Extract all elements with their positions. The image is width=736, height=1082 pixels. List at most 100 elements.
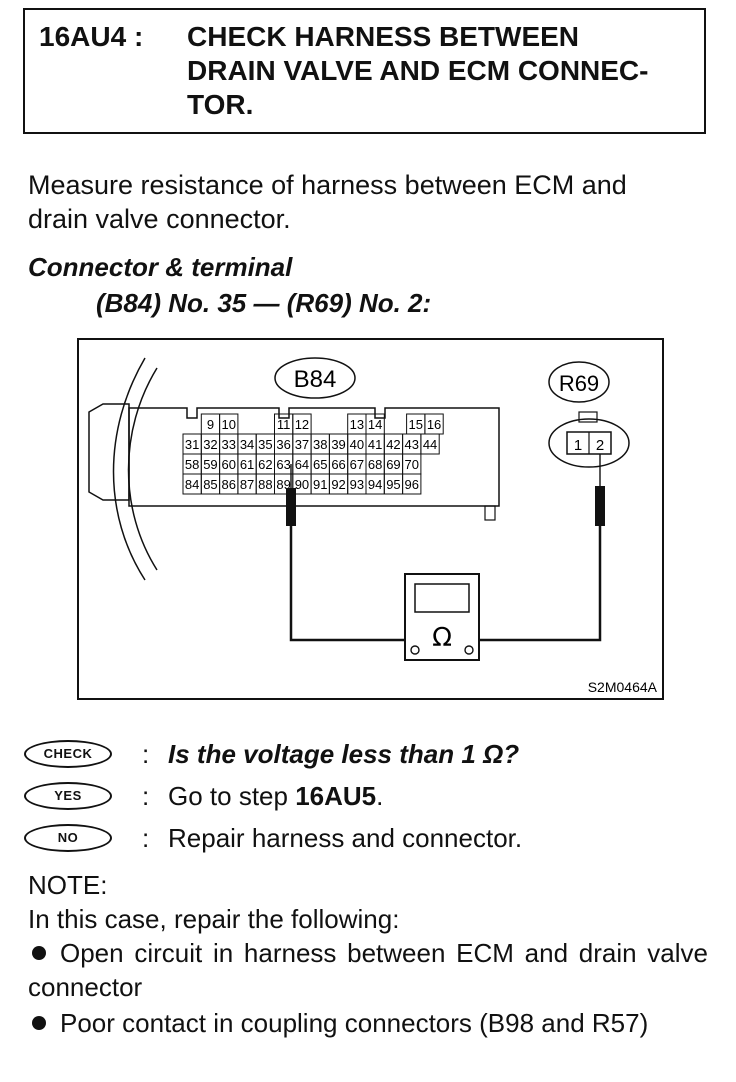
ecm-pin-67: 67 (350, 457, 364, 472)
no-colon: : (142, 823, 150, 853)
note-item-text: Open circuit in harness between ECM and … (28, 938, 708, 1002)
note-item: Open circuit in harness between ECM and … (28, 936, 708, 1004)
bullet-icon (32, 946, 46, 960)
ecm-pin-68: 68 (368, 457, 382, 472)
b84-label: B84 (294, 366, 337, 393)
ecm-pin-92: 92 (331, 477, 345, 492)
ecm-pin-36: 36 (276, 437, 290, 452)
ecm-pin-86: 86 (222, 477, 236, 492)
ecm-pin-44-cell (420, 433, 440, 455)
figure-code: S2M0464A (588, 679, 658, 695)
ohm-symbol: Ω (432, 623, 452, 653)
step-header-box: 16AU4 : CHECK HARNESS BETWEEN DRAIN VALV… (23, 8, 706, 134)
ecm-pin-60: 60 (222, 457, 236, 472)
r69-pin-2: 2 (596, 437, 604, 454)
connector-terminals: (B84) No. 35 — (R69) No. 2: (96, 288, 432, 318)
step-title: CHECK HARNESS BETWEEN DRAIN VALVE AND EC… (187, 21, 649, 120)
ecm-pin-62: 62 (258, 457, 272, 472)
ecm-pin-33: 33 (222, 437, 236, 452)
ecm-pin-85: 85 (203, 477, 217, 492)
r69-key (578, 411, 598, 423)
ecm-pin-69: 69 (386, 457, 400, 472)
ecm-pin-91: 91 (313, 477, 327, 492)
ecm-pin-70: 70 (405, 457, 419, 472)
ecm-pin-59: 59 (203, 457, 217, 472)
step-code: 16AU4 : (39, 21, 144, 52)
ecm-pin-grid: 9 10 11 12 13 14 15 16 31 32 33 34 35 36 37 38 39 40 41 42 4… (182, 413, 444, 495)
ecm-pin-41: 41 (368, 437, 382, 452)
ecm-pin-93: 93 (350, 477, 364, 492)
ohmmeter-display (414, 583, 470, 613)
no-badge: NO (24, 824, 112, 852)
ecm-pin-35: 35 (258, 437, 272, 452)
yes-colon: : (142, 781, 150, 811)
ohmmeter-jack-1 (410, 645, 420, 655)
yes-step: 16AU5 (295, 781, 377, 811)
r69-pin-1: 1 (574, 437, 582, 454)
ecm-pin-11: 11 (277, 417, 291, 432)
r69-label: R69 (559, 371, 599, 396)
ecm-pin-64: 64 (295, 457, 309, 472)
bullet-icon (32, 1016, 46, 1030)
ecm-pin-31: 31 (185, 437, 199, 452)
ecm-pin-87: 87 (240, 477, 254, 492)
yes-text: Go to step 16AU5. (168, 778, 383, 814)
ecm-pin-12: 12 (295, 417, 309, 432)
ecm-pin-63: 63 (276, 457, 290, 472)
instruction-text: Measure resistance of harness between EC… (28, 170, 627, 234)
ecm-pin-66: 66 (331, 457, 345, 472)
harness-curve-2 (112, 357, 146, 581)
yes-prefix: Go to step (168, 781, 296, 811)
ecm-pin-9: 9 (207, 417, 214, 432)
check-question: Is the voltage less than 1 Ω? (168, 739, 520, 769)
ecm-pin-34: 34 (240, 437, 254, 452)
lead-ecm (289, 526, 409, 642)
ecm-pin-40: 40 (350, 437, 364, 452)
ecm-pin-39: 39 (331, 437, 345, 452)
b84-label-ellipse (274, 357, 356, 399)
ecm-pin-96: 96 (405, 477, 419, 492)
check-colon: : (142, 739, 150, 769)
ecm-pin-44: 44 (423, 437, 437, 452)
ecm-pin-94: 94 (368, 477, 382, 492)
r69-connector-ellipse (548, 418, 630, 468)
ecm-pin-32: 32 (203, 437, 217, 452)
note-item-text: Poor contact in coupling connectors (B98… (60, 1008, 649, 1038)
ecm-pin-43: 43 (405, 437, 419, 452)
ecm-latch (484, 505, 496, 521)
ecm-pin-95: 95 (386, 477, 400, 492)
lead-r69 (473, 526, 602, 642)
check-badge: CHECK (24, 740, 112, 768)
ecm-bracket (88, 403, 130, 501)
r69-label-ellipse (548, 361, 610, 403)
ecm-pin-13: 13 (350, 417, 364, 432)
connector-heading: Connector & terminal (28, 252, 293, 282)
no-text: Repair harness and connector. (168, 823, 523, 853)
ecm-pin-16: 16 (427, 417, 441, 432)
ecm-pin-38: 38 (313, 437, 327, 452)
probe-ecm-handle (286, 488, 296, 526)
ecm-pin-61: 61 (240, 457, 254, 472)
probe-r69-handle (595, 486, 605, 526)
yes-suffix: . (376, 781, 384, 811)
ecm-pin-96-cell (402, 473, 422, 495)
note-intro: In this case, repair the following: (28, 904, 400, 934)
ecm-pin-37: 37 (295, 437, 309, 452)
note-label: NOTE: (28, 870, 108, 900)
ecm-pin-90: 90 (295, 477, 309, 492)
ecm-pin-65: 65 (313, 457, 327, 472)
ecm-pin-10: 10 (222, 417, 236, 432)
note-item: Poor contact in coupling connectors (B98… (28, 1006, 708, 1040)
ohmmeter-jack-2 (464, 645, 474, 655)
ecm-pin-42: 42 (386, 437, 400, 452)
ecm-pin-88: 88 (258, 477, 272, 492)
ecm-pin-15: 15 (409, 417, 423, 432)
ecm-connector-body (128, 407, 500, 507)
yes-badge: YES (24, 782, 112, 810)
ecm-pin-84: 84 (185, 477, 199, 492)
ecm-pin-14: 14 (368, 417, 382, 432)
ohmmeter-body (404, 573, 480, 661)
harness-curve-1 (127, 367, 158, 571)
